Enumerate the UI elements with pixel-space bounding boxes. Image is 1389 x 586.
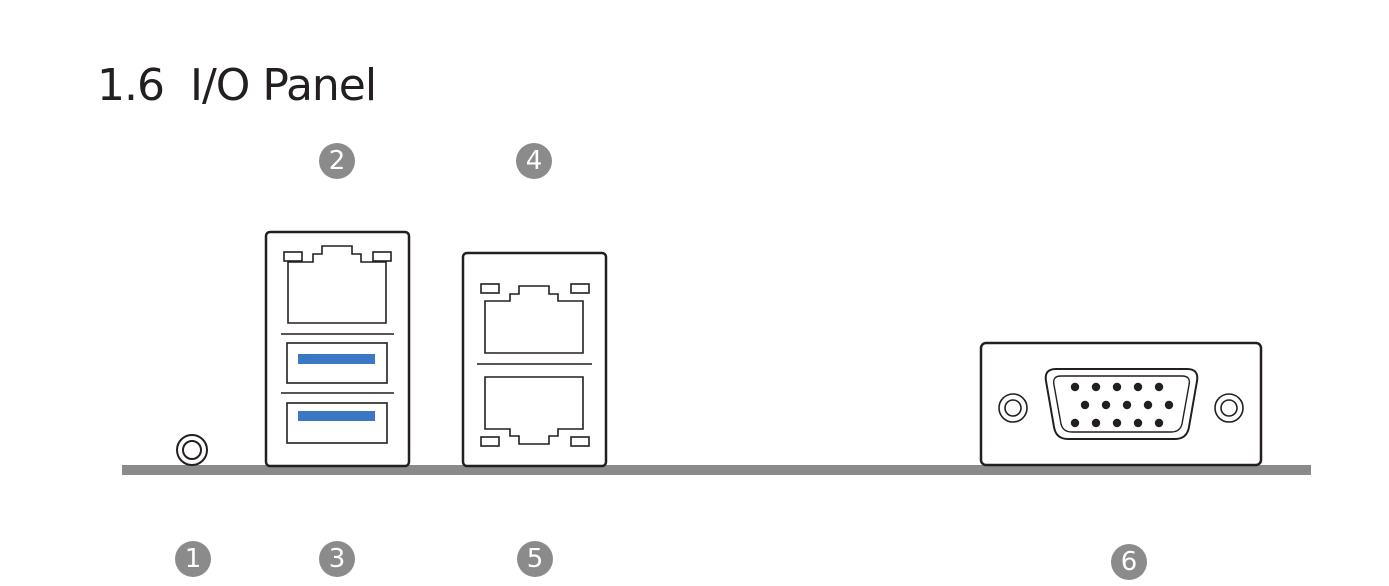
callout-badge-5: 5 (517, 541, 553, 577)
led-right-icon (372, 251, 392, 262)
rj45-port-icon (283, 245, 392, 324)
callout-badge-4: 4 (516, 143, 552, 179)
lan-usb-stack (264, 230, 411, 468)
rj45-port-icon (480, 283, 590, 354)
vga-port-group (979, 341, 1263, 467)
callout-badge-2: 2 (319, 143, 355, 179)
d-sub-vga-port-icon (1044, 368, 1199, 440)
section-number: 1.6 (97, 60, 165, 111)
led-right-icon (570, 283, 590, 294)
section-title: 1.6 I/O Panel (97, 60, 377, 111)
round-jack-icon (176, 434, 208, 466)
io-panel-bar (122, 465, 1311, 475)
screw-hole-icon (998, 393, 1028, 423)
led-right-icon (570, 436, 590, 447)
led-left-icon (480, 436, 500, 447)
callout-badge-1: 1 (175, 541, 211, 577)
callout-badge-3: 3 (319, 541, 355, 577)
dual-lan-stack (461, 251, 608, 468)
section-title-text: I/O Panel (189, 60, 377, 111)
led-left-icon (283, 251, 303, 262)
usb3-port-icon (286, 342, 388, 384)
callout-badge-6: 6 (1111, 544, 1147, 580)
rj45-port-icon (480, 376, 590, 447)
led-left-icon (480, 283, 500, 294)
screw-hole-icon (1214, 393, 1244, 423)
usb3-port-icon (286, 402, 388, 444)
